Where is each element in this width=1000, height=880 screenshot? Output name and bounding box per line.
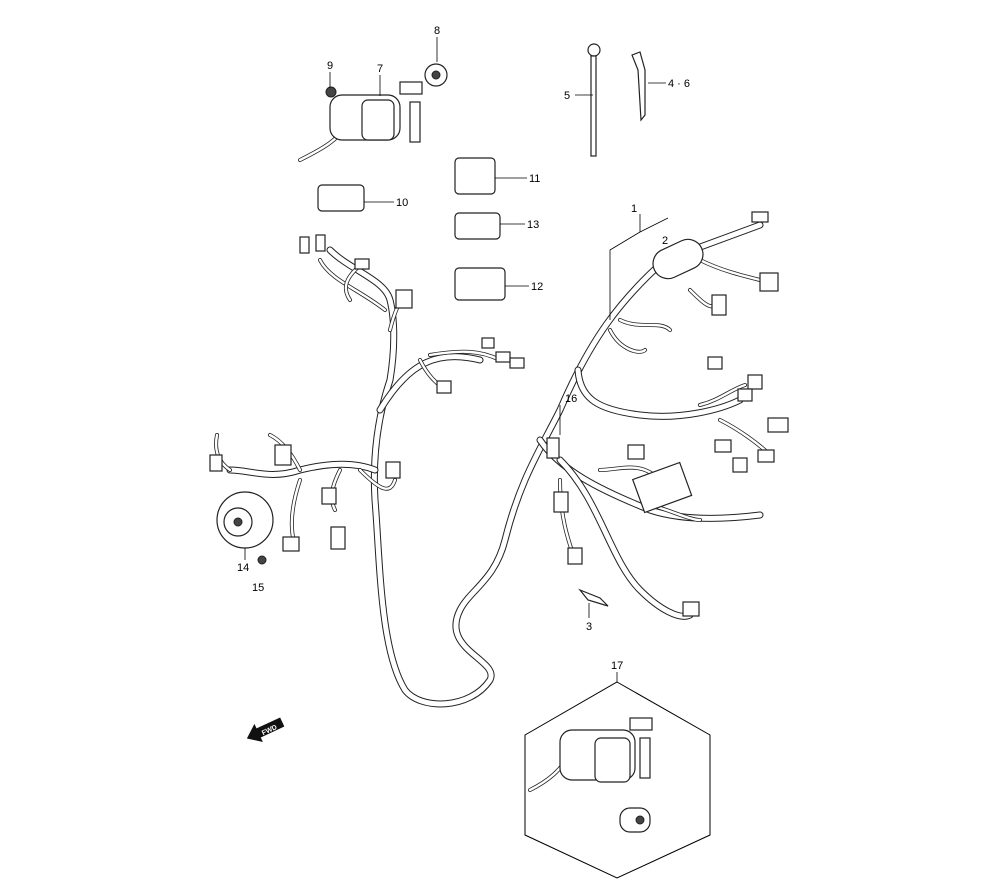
- main-wiring-harness: [226, 221, 764, 708]
- callout-15: 15: [252, 582, 264, 594]
- callouts: 1 2 3 4 · 6 5 7 8 9 10 11 12 13 14 15 16…: [237, 25, 690, 672]
- callout-13: 13: [527, 219, 539, 231]
- callout-14: 14: [237, 562, 249, 574]
- cable-ties: [587, 43, 646, 157]
- horn: [216, 491, 274, 565]
- callout-8: 8: [434, 25, 440, 37]
- callout-5: 5: [564, 90, 570, 102]
- callout-4-6: 4 · 6: [668, 78, 690, 90]
- lock-set: [528, 717, 653, 833]
- callout-10: 10: [396, 197, 408, 209]
- callout-17: 17: [611, 660, 623, 672]
- callout-11: 11: [529, 173, 540, 185]
- clamp: [578, 588, 609, 607]
- callout-3: 3: [586, 621, 592, 633]
- horn-bolt: [257, 555, 267, 565]
- callout-1: 1: [631, 203, 637, 215]
- kit-hexagon-outline: [524, 681, 711, 879]
- callout-9: 9: [327, 60, 333, 72]
- ignition-switch: [298, 63, 448, 162]
- leader-lines: [244, 37, 669, 682]
- callout-7: 7: [377, 63, 383, 75]
- callout-16: 16: [565, 393, 577, 405]
- forward-direction-arrow: FWD: [246, 717, 285, 743]
- callout-2: 2: [662, 235, 668, 247]
- branch-wires: [214, 258, 772, 562]
- handlebar-switches: [317, 157, 506, 301]
- callout-12: 12: [531, 281, 543, 293]
- harness-boot: [652, 238, 704, 280]
- connectors: [209, 211, 789, 617]
